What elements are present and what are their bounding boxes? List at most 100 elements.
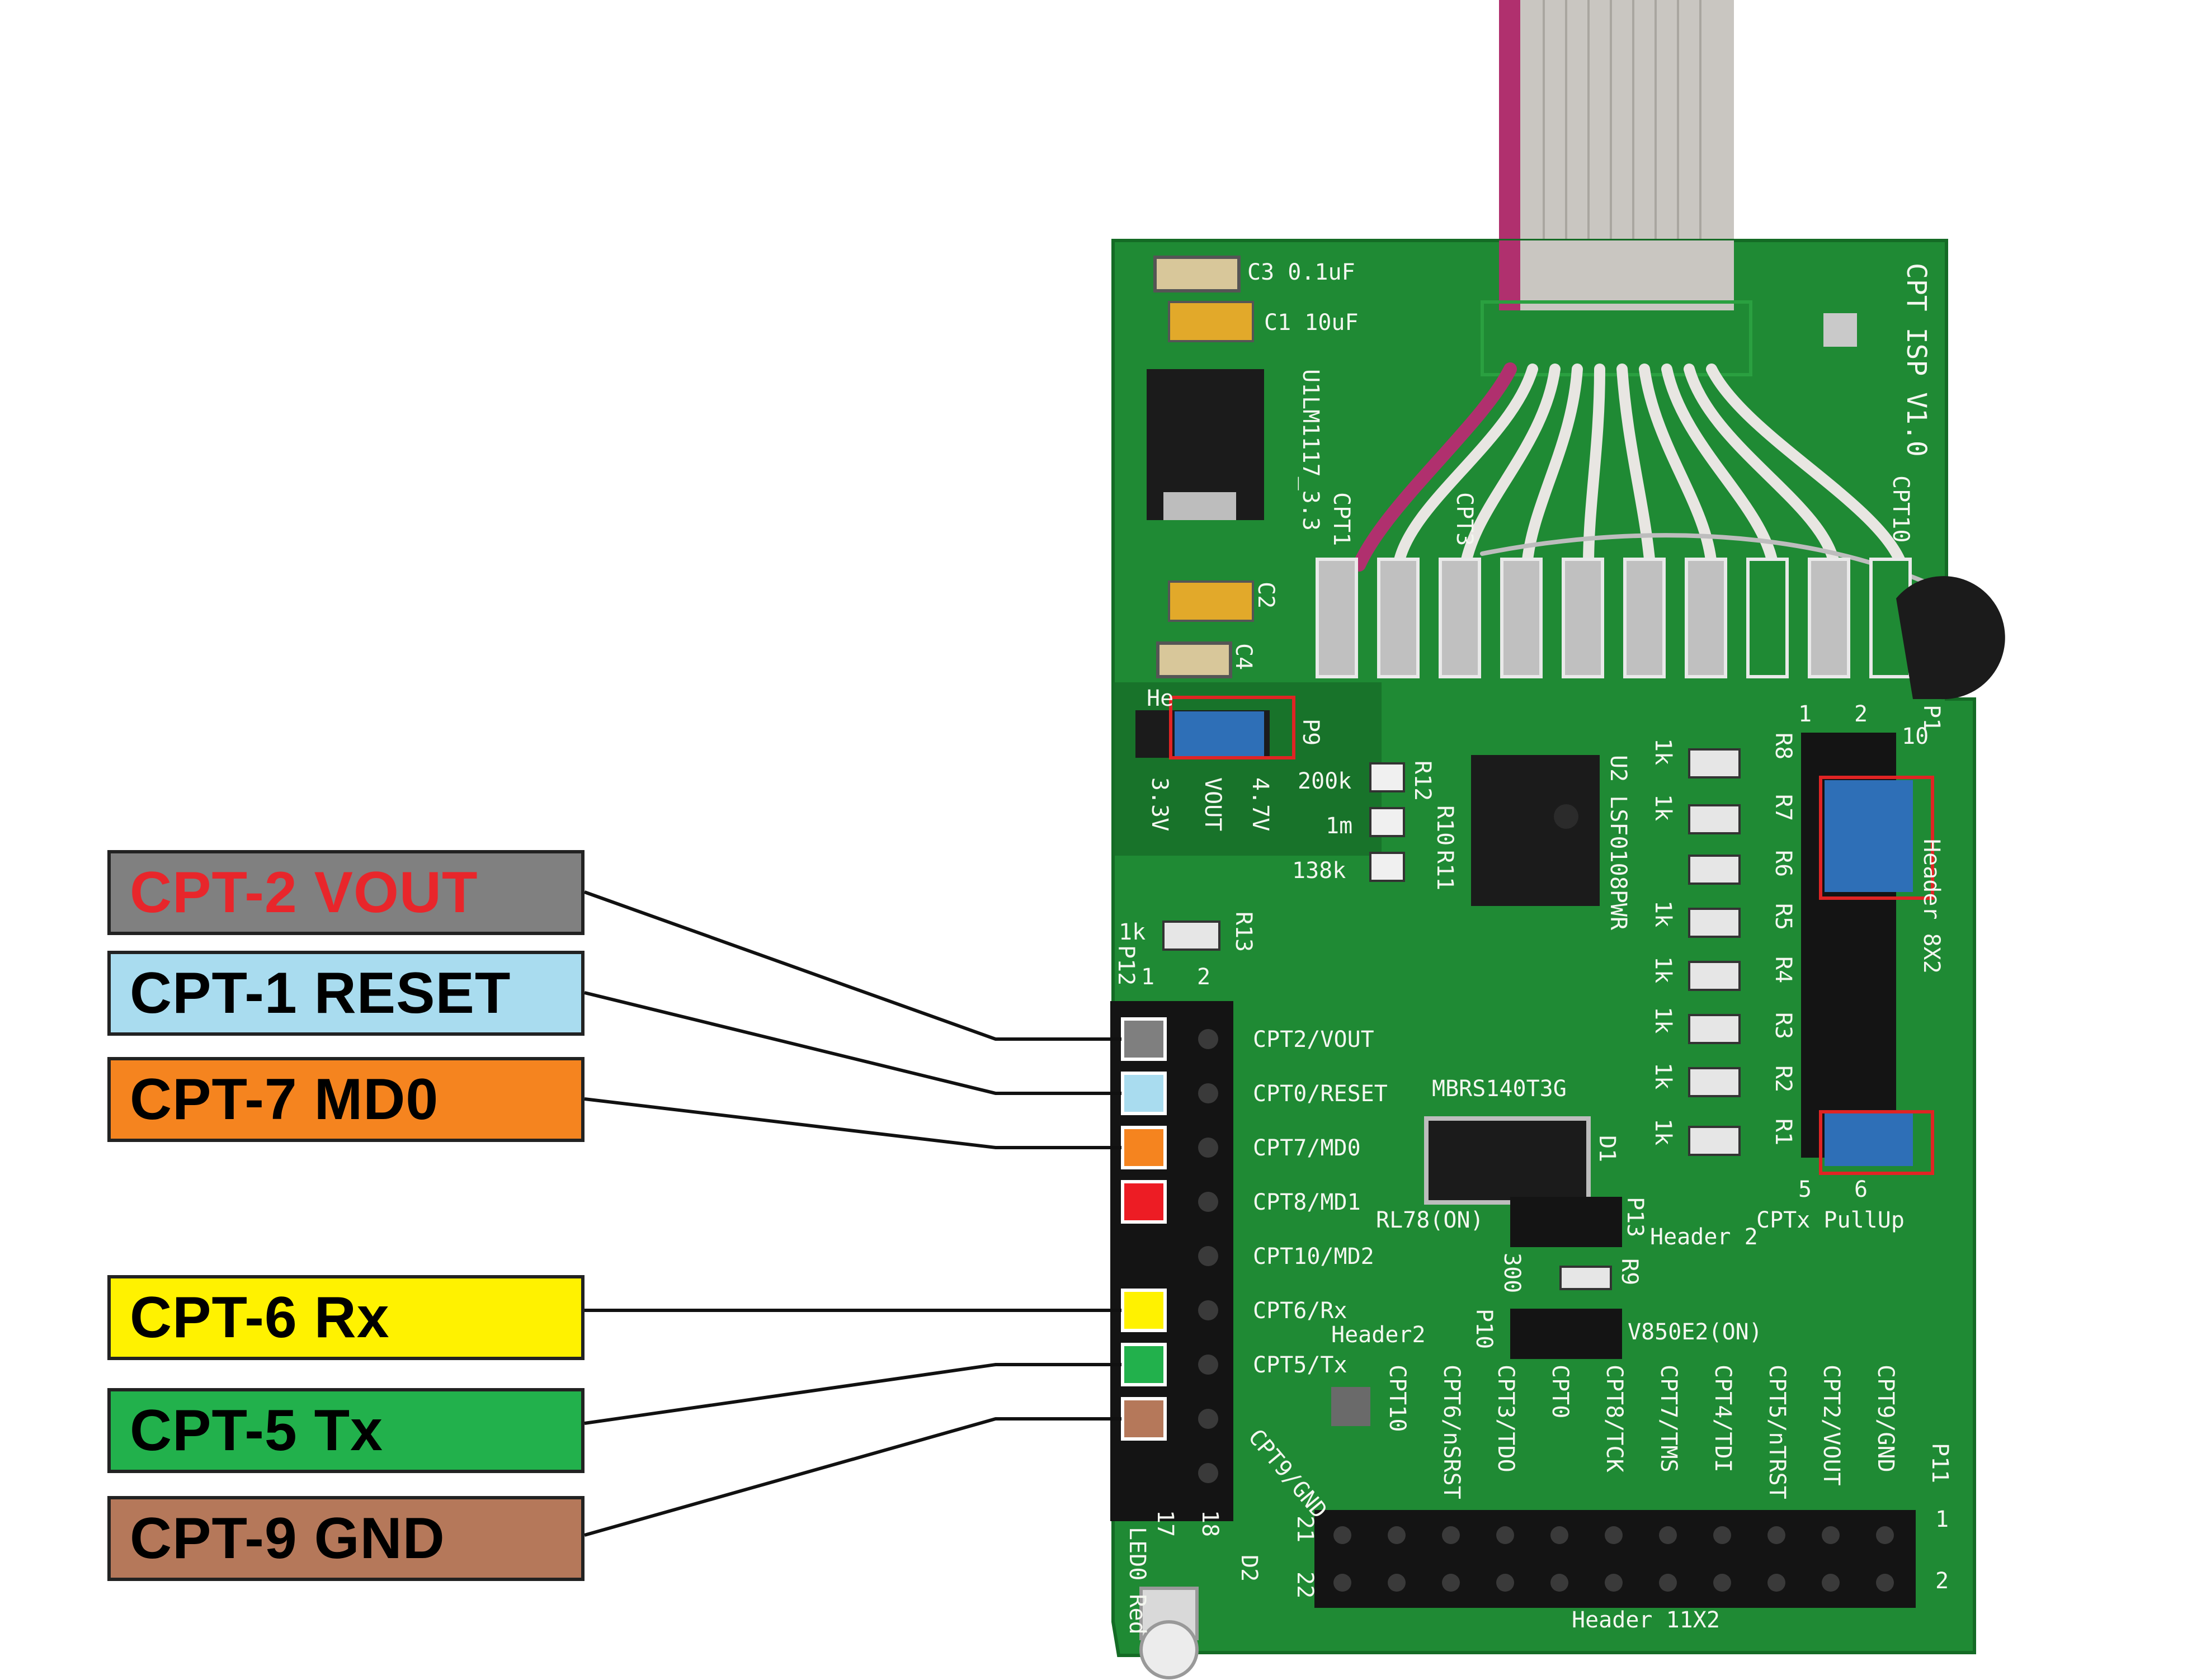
silk-r10: R10 <box>1432 805 1458 846</box>
silk-bottom-label-4: CPT0 <box>1547 1365 1573 1418</box>
label-cpt6-rx: CPT-6 Rx <box>107 1275 585 1360</box>
silk-p9: P9 <box>1298 719 1323 745</box>
silk-pin-label-3: CPT7/MD0 <box>1253 1135 1361 1161</box>
silk-pin-label-6: CPT6/Rx <box>1253 1298 1347 1324</box>
silk-r13-val: 1k <box>1119 919 1146 945</box>
silk-p12-2: 2 <box>1197 964 1210 990</box>
silk-pin-label-2: CPT0/RESET <box>1253 1081 1388 1107</box>
silk-c3: C3 0.1uF <box>1247 259 1355 285</box>
silk-bottom-label-10: CPT9/GND <box>1873 1365 1898 1473</box>
label-cpt9-gnd: CPT-9 GND <box>107 1496 585 1581</box>
silk-1k-d: 1k <box>1650 956 1676 983</box>
silk-mbrs: MBRS140T3G <box>1432 1076 1567 1102</box>
silk-p11-22: 22 <box>1292 1572 1318 1598</box>
pin-swatch-1 <box>1121 1017 1167 1061</box>
silk-led0: LED0 Red <box>1124 1527 1150 1635</box>
fanout-wires <box>1352 362 1926 584</box>
silk-p13: P13 <box>1622 1197 1648 1237</box>
silk-header11x2: Header 11X2 <box>1572 1607 1720 1633</box>
pin-swatch-7 <box>1121 1343 1167 1386</box>
silk-c4: C4 <box>1231 643 1256 670</box>
silk-r12: R12 <box>1410 761 1435 801</box>
leader-line-tx <box>584 1363 1121 1425</box>
pin-swatch-2 <box>1121 1072 1167 1115</box>
capacitor-c1 <box>1168 301 1254 342</box>
silk-pin-label-4: CPT8/MD1 <box>1253 1190 1361 1215</box>
silk-v850: V850E2(ON) <box>1628 1319 1762 1345</box>
silk-bottom-label-5: CPT8/TCK <box>1601 1365 1627 1473</box>
pin-swatch-3 <box>1121 1126 1167 1169</box>
silk-cpt3: CPT3 <box>1451 492 1477 546</box>
pin-swatch-6 <box>1121 1289 1167 1332</box>
capacitor-c3 <box>1153 256 1241 292</box>
silk-r11-val: 138k <box>1292 858 1346 884</box>
silk-r7: R7 <box>1770 794 1796 821</box>
leader-lines <box>583 890 1121 1537</box>
silk-cpt10: CPT10 <box>1888 475 1913 542</box>
silk-r8: R8 <box>1770 733 1796 759</box>
leader-line-gnd <box>584 1417 1121 1537</box>
silk-p10: P10 <box>1471 1309 1497 1349</box>
pin-swatch-5 <box>1121 1234 1167 1278</box>
leader-line-reset <box>584 991 1121 1095</box>
label-cpt5-tx: CPT-5 Tx <box>107 1388 585 1473</box>
silk-1k-c: 1k <box>1650 900 1676 927</box>
silk-cpt1: CPT1 <box>1328 492 1354 546</box>
silk-r9: R9 <box>1616 1258 1642 1285</box>
silk-bottom-label-8: CPT5/nTRST <box>1764 1365 1790 1499</box>
silk-3v3: 3.3V <box>1147 777 1172 831</box>
silk-p11-2: 2 <box>1935 1568 1949 1594</box>
silk-r6: R6 <box>1770 850 1796 877</box>
silk-p1: P1 <box>1919 705 1944 732</box>
diode-d1 <box>1424 1116 1591 1205</box>
board-title: CPT ISP V1.0 <box>1901 263 1932 457</box>
silk-c2: C2 <box>1253 582 1279 608</box>
silk-r3: R3 <box>1770 1012 1796 1039</box>
header-11x2 <box>1314 1510 1916 1608</box>
pin-swatch-4 <box>1121 1180 1167 1224</box>
silk-r4: R4 <box>1770 956 1796 983</box>
silk-p11: P11 <box>1927 1443 1953 1483</box>
silk-h-1: 1 <box>1798 701 1812 727</box>
leader-line-vout <box>583 890 1121 1041</box>
label-cpt1-reset: CPT-1 RESET <box>107 951 585 1036</box>
ic-u2 <box>1471 755 1600 906</box>
silk-p12-17: 17 <box>1152 1510 1178 1537</box>
silk-bottom-label-2: CPT6/nSRST <box>1439 1365 1464 1499</box>
silk-r2: R2 <box>1770 1065 1796 1092</box>
silk-h-10: 10 <box>1902 724 1929 749</box>
header-8x2 <box>1801 733 1934 1175</box>
silk-d1: D1 <box>1594 1135 1620 1162</box>
header-p12 <box>1110 1001 1233 1521</box>
silk-p11-21: 21 <box>1292 1516 1318 1542</box>
silk-r13: R13 <box>1231 912 1256 952</box>
led-d2 <box>1139 1587 1199 1679</box>
silk-h-6: 6 <box>1854 1177 1868 1202</box>
resistor-column <box>1688 748 1741 1156</box>
silk-vout: VOUT <box>1200 777 1225 831</box>
silk-pin-label-7: CPT5/Tx <box>1253 1352 1347 1378</box>
silk-r10-val: 1m <box>1326 813 1352 839</box>
silk-pin-label-5: CPT10/MD2 <box>1253 1244 1374 1270</box>
transistor <box>1896 576 2005 700</box>
label-cpt2-vout: CPT-2 VOUT <box>107 850 585 935</box>
silk-bottom-label-3: CPT3/TDO <box>1493 1365 1519 1473</box>
silk-p11-1: 1 <box>1935 1507 1949 1532</box>
silk-header2-b: Header2 <box>1331 1322 1426 1348</box>
silk-r9-val: 300 <box>1499 1253 1525 1293</box>
silk-p12-18: 18 <box>1197 1510 1223 1537</box>
silk-r12-val: 200k <box>1298 768 1351 794</box>
silk-pin-label-1: CPT2/VOUT <box>1253 1027 1374 1053</box>
silk-c1: C1 10uF <box>1264 310 1359 336</box>
silk-r11: R11 <box>1432 850 1458 890</box>
pin-swatch-8 <box>1121 1397 1167 1441</box>
silk-h-5: 5 <box>1798 1177 1812 1202</box>
silk-1k-g: 1k <box>1650 1119 1676 1145</box>
silk-p12-1: 1 <box>1141 964 1154 990</box>
header-p13 <box>1510 1197 1622 1247</box>
leader-line-md0 <box>584 1097 1121 1149</box>
silk-1k-e: 1k <box>1650 1007 1676 1034</box>
silk-1k-a: 1k <box>1650 738 1676 765</box>
